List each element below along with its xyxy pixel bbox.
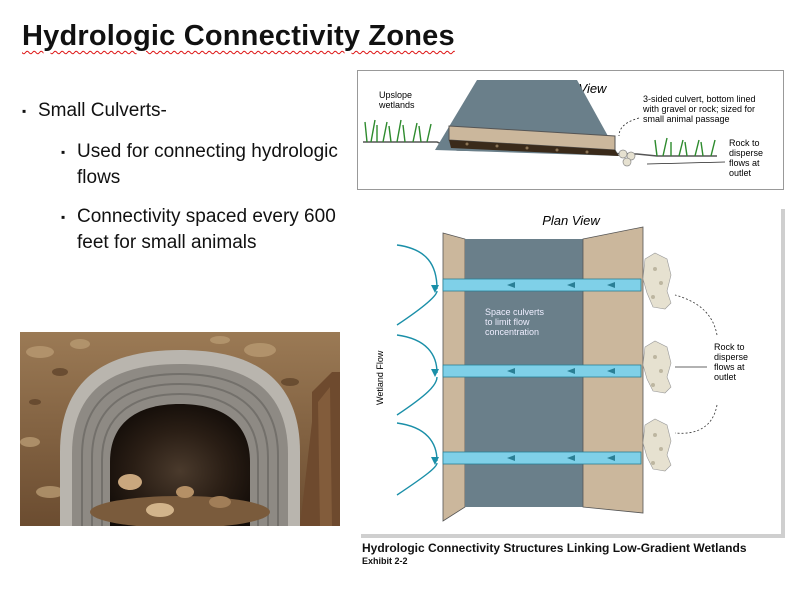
section-rock-label-2: disperse: [729, 148, 763, 158]
section-rock-label-3: flows at: [729, 158, 760, 168]
bullet-level2-1: ▪ Used for connecting hydrologic flows: [61, 139, 367, 191]
section-culvert-label-1: 3-sided culvert, bottom lined: [643, 94, 756, 104]
section-rock-label-1: Rock to: [729, 138, 760, 148]
bullet-level1: ▪ Small Culverts-: [22, 98, 167, 124]
plan-space-label-1: Space culverts: [485, 307, 545, 317]
figure-exhibit: Exhibit 2-2: [362, 556, 408, 566]
plan-view-diagram: Plan View Space cu: [357, 205, 785, 538]
plan-view-title: Plan View: [542, 213, 601, 228]
bullet-mark: ▪: [22, 104, 27, 118]
plan-rock-label-4: outlet: [714, 372, 737, 382]
plan-rock-label-2: disperse: [714, 352, 748, 362]
plan-rock-label-3: flows at: [714, 362, 745, 372]
bullet-level2-2-text: Connectivity spaced every 600 feet for s…: [77, 206, 336, 253]
plan-space-label-3: concentration: [485, 327, 539, 337]
slide-title-text: Hydrologic Connectivity Zones: [22, 20, 455, 52]
slide-title: Hydrologic Connectivity Zones: [22, 20, 455, 53]
section-rock-label-4: outlet: [729, 168, 752, 178]
section-upslope-label-2: wetlands: [378, 100, 415, 110]
culvert-photo: [20, 332, 340, 526]
bullet-mark: ▪: [61, 145, 66, 159]
bullet-level2-2: ▪ Connectivity spaced every 600 feet for…: [61, 204, 367, 256]
figure-caption: Hydrologic Connectivity Structures Linki…: [362, 541, 747, 555]
section-upslope-label-1: Upslope: [379, 90, 412, 100]
plan-rock-label-1: Rock to: [714, 342, 745, 352]
plan-wetland-label: Wetland Flow: [375, 350, 385, 405]
bullet-level2-1-text: Used for connecting hydrologic flows: [77, 141, 338, 188]
bullet-level1-text: Small Culverts-: [38, 100, 167, 121]
section-culvert-label-2: with gravel or rock; sized for: [642, 104, 755, 114]
section-view-diagram: Section View Upslope wetlands 3-sided cu…: [357, 70, 784, 190]
bullet-mark: ▪: [61, 210, 66, 224]
section-culvert-label-3: small animal passage: [643, 114, 730, 124]
plan-space-label-2: to limit flow: [485, 317, 530, 327]
